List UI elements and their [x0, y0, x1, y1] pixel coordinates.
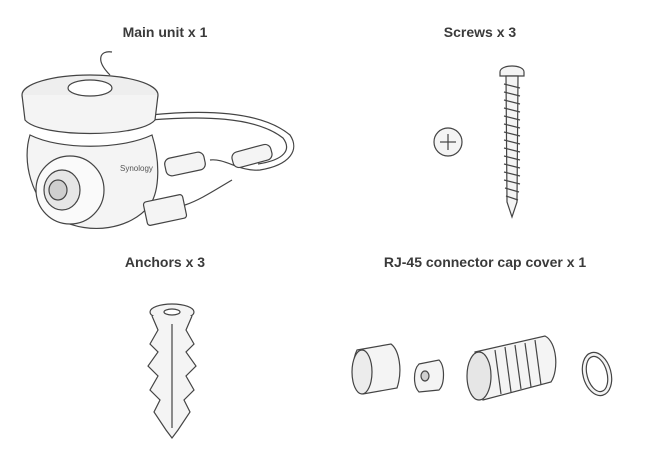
- item-label-anchors: Anchors x 3: [124, 254, 206, 270]
- item-label-main-unit: Main unit x 1: [122, 24, 208, 40]
- rj45-cap-cover-icon: [351, 335, 613, 401]
- screw-icon: [433, 65, 525, 219]
- item-label-screws: Screws x 3: [443, 24, 517, 40]
- brand-logo: Synology: [120, 164, 153, 173]
- item-label-rj45-cap-cover: RJ-45 connector cap cover x 1: [383, 254, 587, 270]
- dome-camera-icon: Synology: [21, 51, 295, 230]
- wall-anchor-icon: [147, 303, 197, 439]
